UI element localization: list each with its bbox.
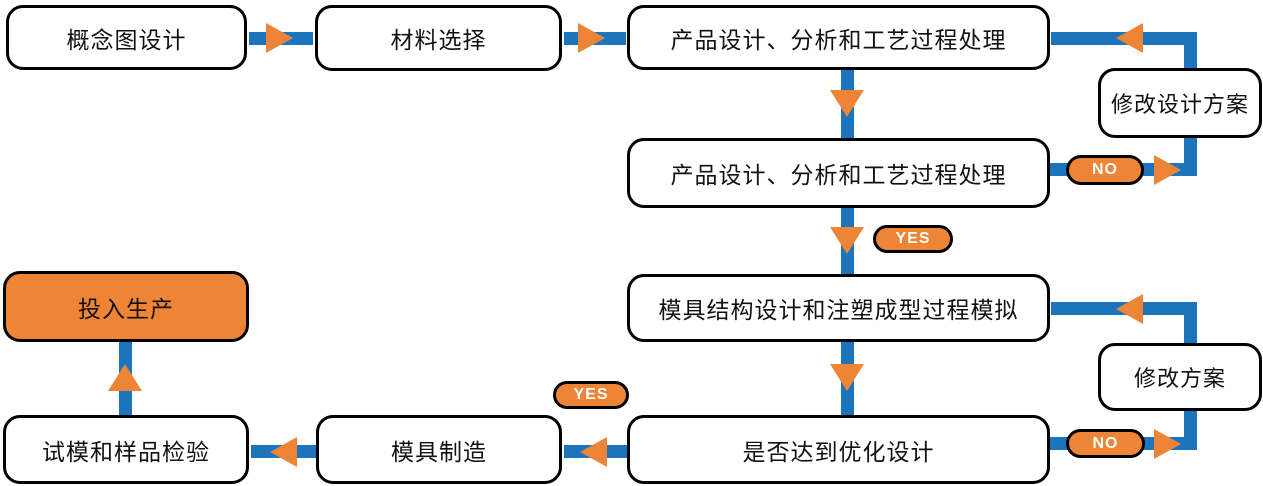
- node-start-production: 投入生产: [3, 271, 249, 342]
- connector-modify-design-return-vertical: [1184, 32, 1197, 69]
- arrowhead-left-icon: [1116, 294, 1143, 324]
- arrowhead-right-icon: [266, 23, 293, 53]
- node-trial-and-sample-inspection: 试模和样品检验: [3, 415, 249, 484]
- badge-no-upper: NO: [1066, 155, 1144, 185]
- node-mold-manufacturing: 模具制造: [316, 415, 562, 484]
- badge-no-lower: NO: [1066, 429, 1145, 458]
- node-modify-design-plan: 修改设计方案: [1098, 68, 1262, 138]
- node-modify-plan: 修改方案: [1098, 343, 1262, 411]
- badge-yes-upper: YES: [873, 225, 953, 253]
- badge-yes-lower: YES: [553, 381, 629, 409]
- node-product-design-process-review: 产品设计、分析和工艺过程处理: [627, 138, 1050, 208]
- arrowhead-up-icon: [108, 364, 142, 391]
- node-optimization-check: 是否达到优化设计: [627, 415, 1050, 484]
- connector-review-no-vertical: [1184, 138, 1197, 176]
- arrowhead-left-icon: [1116, 23, 1143, 53]
- arrowhead-down-icon: [830, 90, 864, 117]
- arrowhead-left-icon: [270, 437, 297, 467]
- arrowhead-left-icon: [580, 437, 607, 467]
- node-concept-design: 概念图设计: [6, 5, 247, 70]
- arrowhead-right-icon: [1154, 155, 1181, 185]
- arrowhead-right-icon: [578, 23, 605, 53]
- node-material-selection: 材料选择: [315, 5, 562, 71]
- arrowhead-right-icon: [1154, 429, 1181, 459]
- connector-modify-plan-return-vertical: [1184, 302, 1197, 344]
- node-mold-structure-simulation: 模具结构设计和注塑成型过程模拟: [627, 274, 1050, 342]
- arrowhead-down-icon: [830, 364, 864, 391]
- connector-optimization-no-vertical: [1184, 410, 1197, 450]
- node-product-design-process: 产品设计、分析和工艺过程处理: [627, 5, 1050, 70]
- arrowhead-down-icon: [830, 227, 864, 254]
